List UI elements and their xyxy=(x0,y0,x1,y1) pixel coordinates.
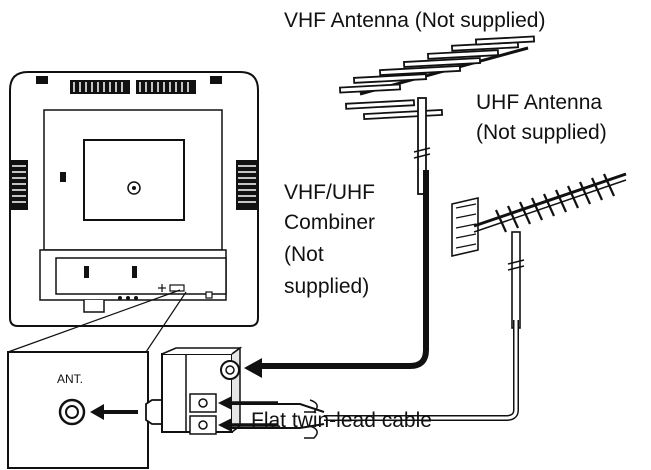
flat-cable-label: Flat twin-lead cable xyxy=(251,409,432,432)
combiner-label-line3: (Not xyxy=(284,243,324,266)
uhf-antenna xyxy=(451,172,627,329)
uhf-antenna-label-line1: UHF Antenna xyxy=(476,91,603,114)
top-vents-slots xyxy=(73,82,189,92)
arrows-to-screw-terminals xyxy=(218,396,278,432)
vhf-antenna xyxy=(338,35,536,195)
uhf-antenna-label-line2: (Not supplied) xyxy=(476,121,607,144)
combiner-label-line4: supplied) xyxy=(284,275,370,298)
vhf-antenna-label: VHF Antenna (Not supplied) xyxy=(284,9,546,32)
ant-terminal-label: ANT. xyxy=(57,372,84,386)
zoom-callout-lines xyxy=(7,289,187,353)
vhf-cable-arrowhead xyxy=(244,358,262,378)
top-vents xyxy=(36,76,222,94)
vhf-uhf-combiner xyxy=(145,346,243,435)
tv-ant-terminal-small xyxy=(158,284,213,299)
combiner-label-line2: Combiner xyxy=(284,211,376,234)
combiner-label-line1: VHF/UHF xyxy=(284,181,375,204)
vhf-coax-cable xyxy=(262,170,429,369)
tv-rear-view xyxy=(9,71,259,327)
arrow-to-ant-jack xyxy=(90,404,138,420)
